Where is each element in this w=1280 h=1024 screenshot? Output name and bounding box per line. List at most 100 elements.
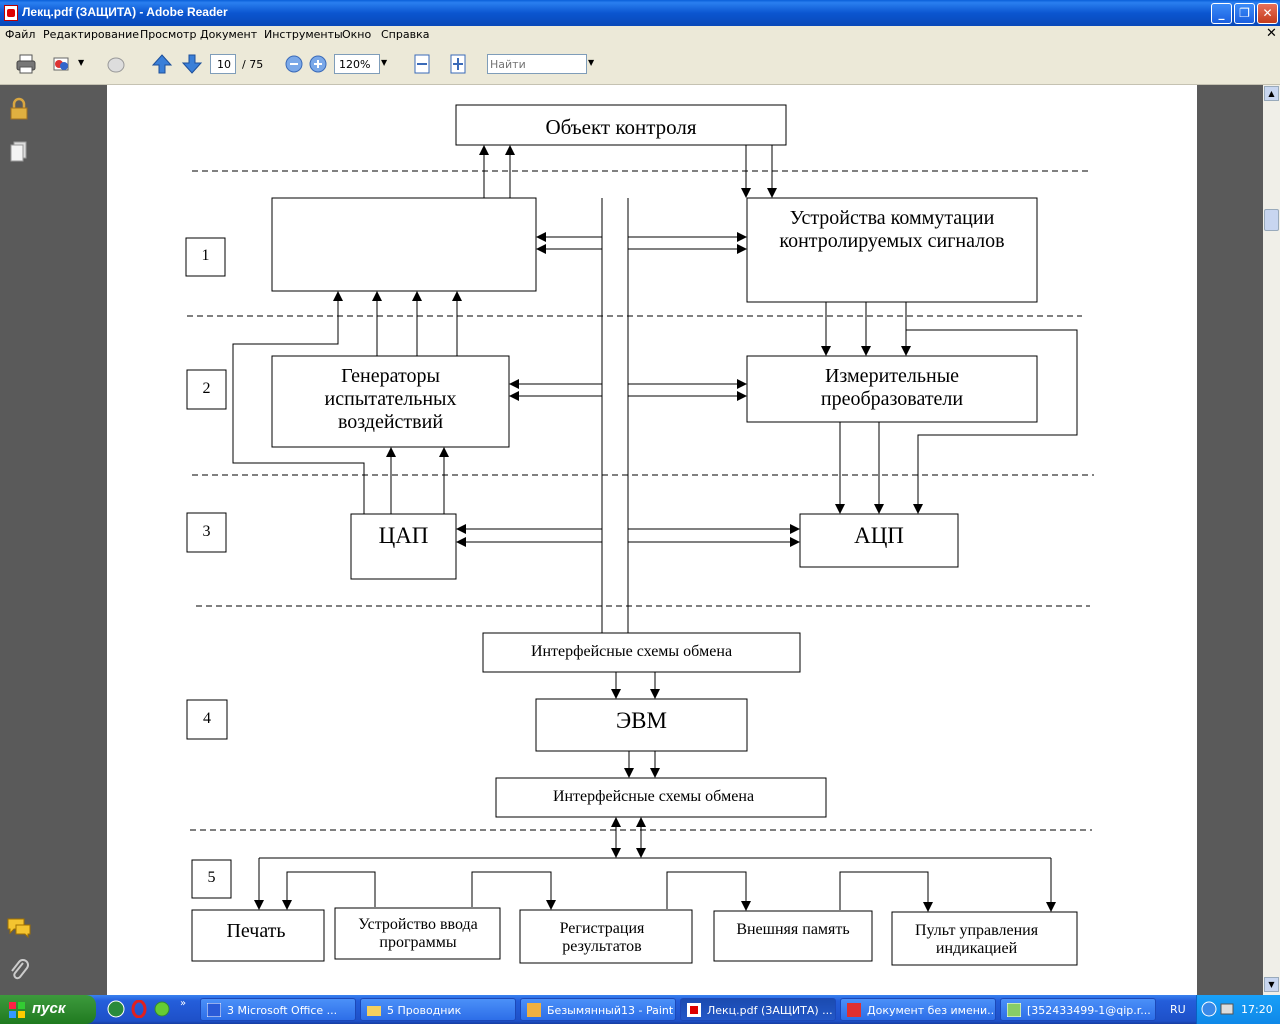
window-title: Лекц.pdf (ЗАЩИТА) - Adobe Reader (22, 5, 228, 19)
chevron-down-icon[interactable]: ▼ (78, 58, 85, 67)
menu-edit[interactable]: Редактирование (43, 28, 139, 41)
registration-block (519, 909, 693, 964)
level1-left-block (271, 197, 537, 292)
hand-tool-icon[interactable] (104, 52, 128, 76)
level-number: 2 (202, 380, 211, 397)
previous-page-icon[interactable] (150, 52, 174, 76)
start-button[interactable]: пуск (0, 995, 96, 1024)
menu-file[interactable]: Файл (5, 28, 36, 41)
document-icon (847, 1003, 861, 1017)
menu-bar: Файл Редактирование Просмотр Документ Ин… (0, 26, 1280, 44)
paint-icon (527, 1003, 541, 1017)
menu-close-icon[interactable]: ✕ (1266, 26, 1277, 41)
menu-view[interactable]: Просмотр (140, 28, 197, 41)
task-adobe-reader[interactable]: Лекц.pdf (ЗАЩИТА) ... (680, 998, 836, 1021)
level-number: 1 (201, 247, 210, 264)
control-panel-block (891, 911, 1078, 966)
pages-icon[interactable] (8, 140, 30, 164)
adobe-reader-icon (4, 5, 18, 21)
language-indicator[interactable]: RU (1170, 1003, 1186, 1016)
lock-icon[interactable] (8, 97, 30, 121)
dac-label: ЦАП (378, 523, 429, 548)
scroll-down-button[interactable]: ▼ (1264, 977, 1279, 992)
next-page-icon[interactable] (180, 52, 204, 76)
quick-launch-icon[interactable] (107, 1000, 125, 1018)
input-device-block (334, 907, 501, 960)
scroll-thumb[interactable] (1264, 209, 1279, 231)
scroll-up-button[interactable]: ▲ (1264, 86, 1279, 101)
minimize-button[interactable]: _ (1211, 3, 1232, 24)
computer-block (535, 698, 748, 752)
fit-page-icon[interactable] (446, 52, 470, 76)
converters-label: Измерительные преобразователи (820, 365, 964, 410)
task-document[interactable]: Документ без имени... (840, 998, 996, 1021)
network-icon[interactable] (1219, 1001, 1235, 1017)
attachments-icon[interactable] (8, 957, 30, 983)
task-explorer[interactable]: 5 Проводник (360, 998, 516, 1021)
navigation-panel (0, 85, 107, 995)
level-box-5 (191, 859, 232, 899)
vertical-scrollbar[interactable]: ▲ ▼ (1263, 85, 1280, 995)
page-total: / 75 (242, 58, 264, 71)
level-box-4 (186, 699, 228, 740)
page-number-input[interactable]: 10 (210, 54, 236, 74)
zoom-input[interactable]: 120% (334, 54, 380, 74)
block-diagram (185, 104, 1094, 966)
comments-icon[interactable] (6, 917, 32, 939)
zoom-dropdown-icon[interactable]: ▼ (381, 58, 388, 67)
search-dropdown-icon[interactable]: ▼ (588, 58, 595, 67)
interface-label-2: Интерфейсные схемы обмена (552, 788, 755, 805)
menu-document[interactable]: Документ (200, 28, 258, 41)
opera-icon[interactable] (130, 1000, 148, 1018)
qip-icon[interactable] (153, 1000, 171, 1018)
windows-logo-icon (9, 1002, 25, 1018)
pdf-icon (687, 1003, 701, 1017)
zoom-out-icon[interactable] (282, 52, 306, 76)
quick-launch-expand-icon[interactable]: » (180, 998, 187, 1009)
level-number: 3 (202, 523, 211, 540)
switching-label: Устройства коммутации контролируемых сиг… (779, 207, 1005, 252)
menu-help[interactable]: Справка (381, 28, 430, 41)
level-number: 4 (203, 710, 211, 727)
collaborate-icon[interactable] (50, 52, 74, 76)
fit-width-icon[interactable] (410, 52, 434, 76)
zoom-in-icon[interactable] (306, 52, 330, 76)
level-box-3 (186, 512, 227, 553)
word-icon (207, 1003, 221, 1017)
generators-label: Генераторы испытательных воздействий (324, 365, 457, 433)
object-block (455, 104, 787, 146)
maximize-button[interactable]: ❐ (1234, 3, 1255, 24)
document-background (1197, 85, 1263, 995)
search-input[interactable] (487, 54, 587, 74)
registration-label: Регистрация результатов (559, 920, 645, 956)
chat-icon (1007, 1003, 1021, 1017)
printer-label: Печать (226, 920, 286, 942)
print-icon[interactable] (14, 52, 38, 76)
adc-label: АЦП (854, 523, 904, 548)
control-panel-label: Пульт управления индикацией (914, 922, 1039, 958)
task-qip[interactable]: [352433499-1@qip.r... (1000, 998, 1156, 1021)
task-paint[interactable]: Безымянный13 - Paint (520, 998, 676, 1021)
title-bar[interactable]: Лекц.pdf (ЗАЩИТА) - Adobe Reader _ ❐ ✕ (0, 0, 1280, 26)
converters-block (746, 355, 1038, 423)
start-label: пуск (32, 1000, 66, 1017)
memory-label: Внешняя память (736, 921, 850, 938)
level-box-2 (186, 369, 227, 410)
printer-block (191, 909, 325, 962)
menu-window[interactable]: Окно (342, 28, 372, 41)
menu-tools[interactable]: Инструменты (264, 28, 343, 41)
memory-block (713, 910, 873, 962)
computer-label: ЭВМ (616, 708, 667, 733)
task-word[interactable]: 3 Microsoft Office ... (200, 998, 356, 1021)
interface-block-2 (495, 777, 827, 818)
adc-block (799, 513, 959, 568)
level-number: 5 (207, 869, 216, 886)
interface-block-1 (482, 632, 801, 673)
tray-expand-icon[interactable] (1201, 1001, 1217, 1017)
close-button[interactable]: ✕ (1257, 3, 1278, 24)
folder-icon (367, 1006, 381, 1016)
clock[interactable]: 17:20 (1241, 1003, 1273, 1016)
system-tray: 17:20 (1196, 995, 1280, 1024)
switching-block (746, 197, 1038, 303)
object-label: Объект контроля (545, 115, 697, 139)
